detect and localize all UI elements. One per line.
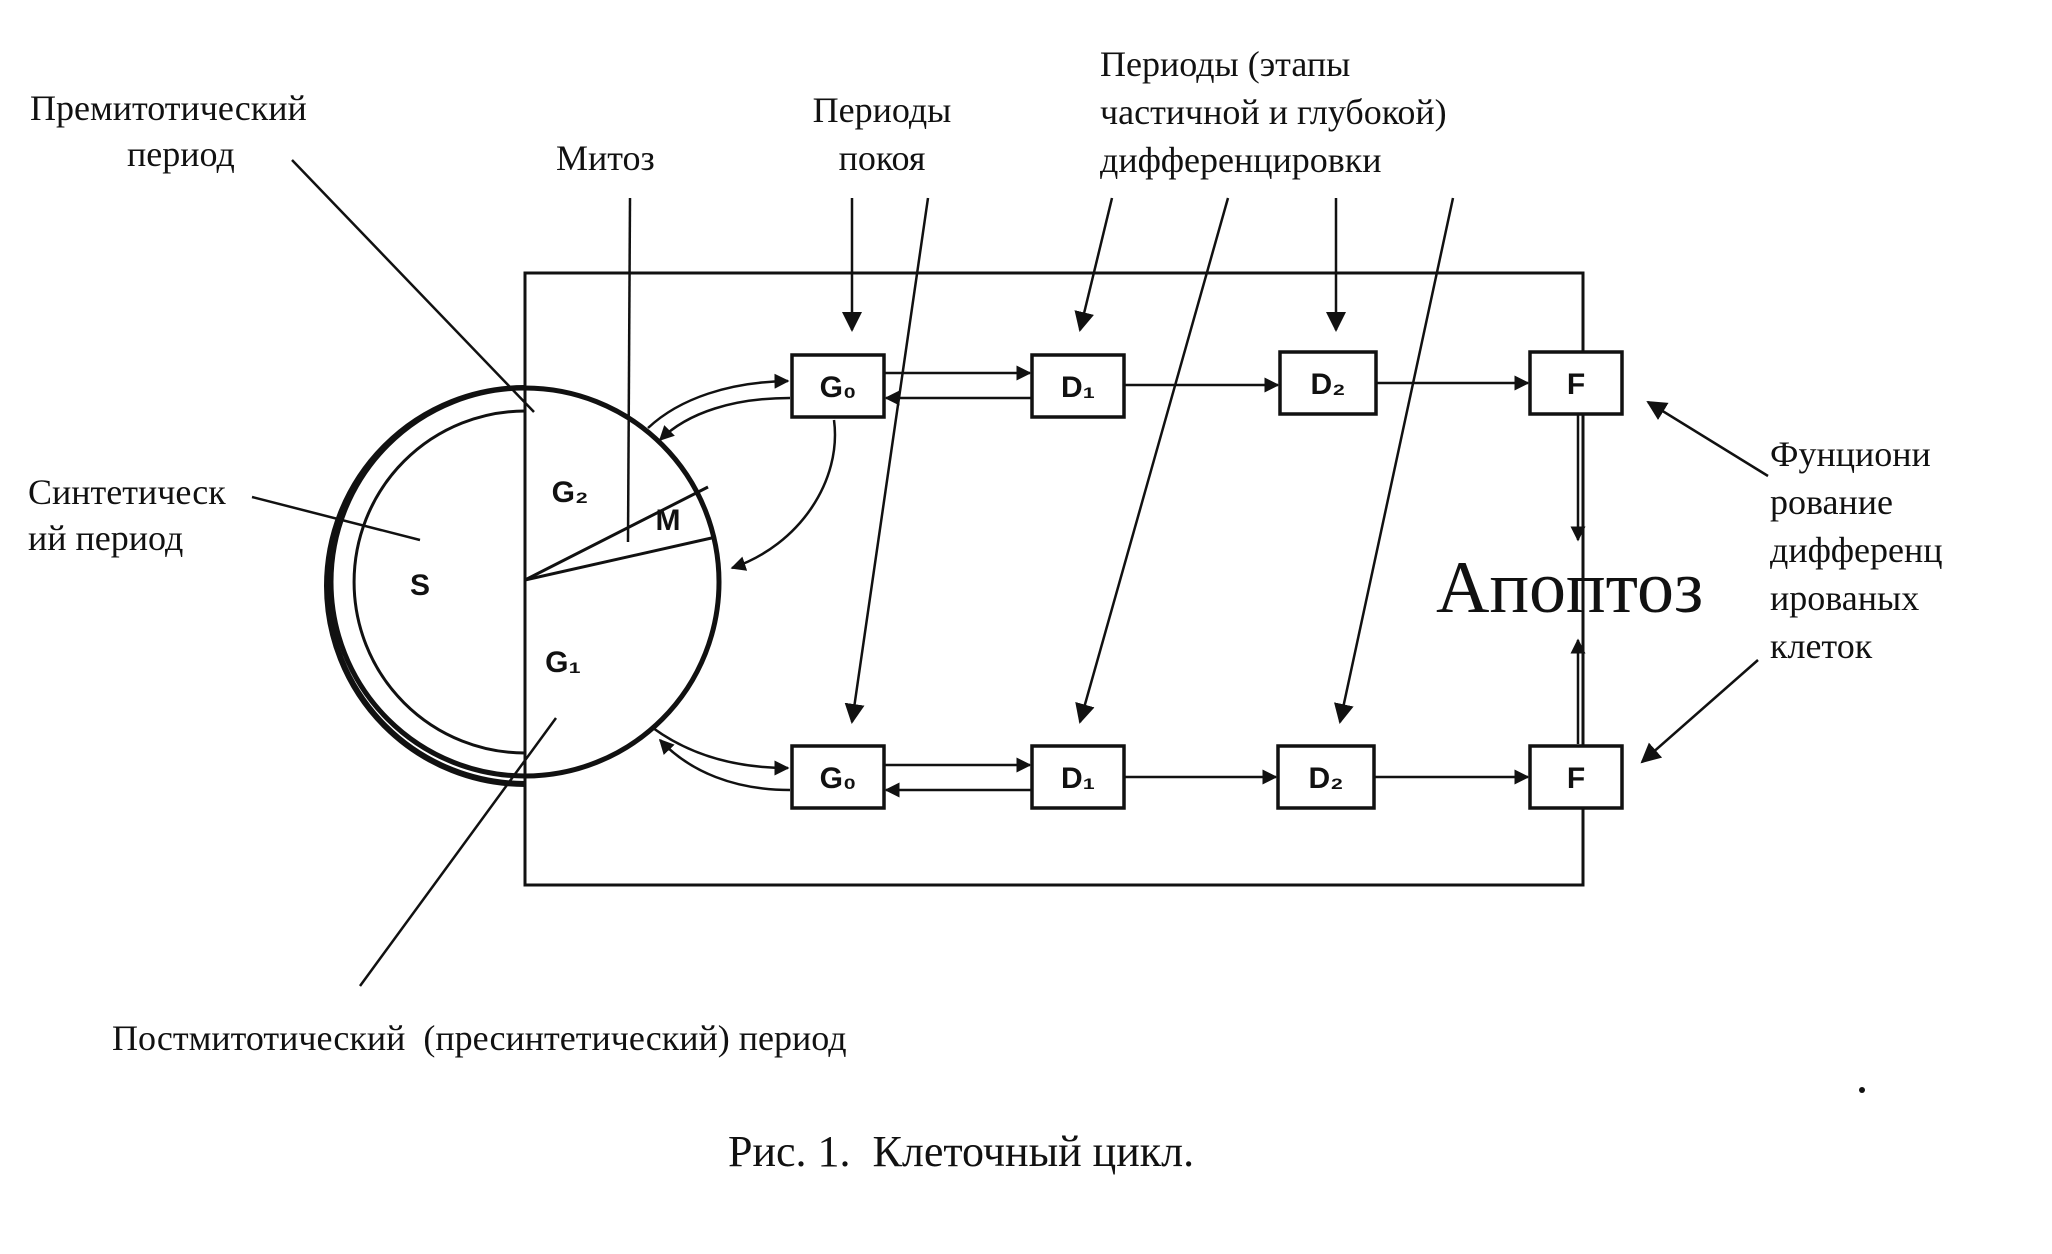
row-bottom: G₀ D₁ D₂ F [790,744,1624,810]
differentiation-label-1: Периоды (этапы [1100,44,1350,84]
svg-text:D₁: D₁ [1061,762,1095,795]
synthetic-label-2: ий период [28,518,183,558]
premitotic-label-2: период [127,134,235,174]
mitosis-label: Митоз [556,138,655,178]
m-sector-lower [524,535,717,582]
rest-periods-label-1: Периоды [813,90,952,130]
svg-text:F: F [1567,368,1585,401]
svg-text:D₁: D₁ [1061,371,1095,404]
m-sector-upper [524,485,709,582]
apoptosis-label: Апоптоз [1436,547,1703,629]
pointer-lines [251,159,1769,987]
svg-text:G₀: G₀ [820,762,857,795]
cycle-g0-arrows [647,373,837,792]
rest-periods-label-2: покоя [839,138,926,178]
box-f-top: F [1528,350,1624,416]
svg-text:G₀: G₀ [820,371,857,404]
scan-speck [1859,1087,1865,1093]
box-f-bottom: F [1528,744,1624,810]
box-d1-top: D₁ [1030,353,1126,419]
inner-ring [352,409,526,755]
phase-s: S [410,569,430,602]
box-d2-bottom: D₂ [1276,744,1376,810]
phase-g1: G₁ [545,646,581,679]
synthetic-label-1: Синтетическ [28,472,226,512]
premitotic-label: Премитотический [30,88,307,128]
cell-cycle-wheel: S G₂ M G₁ [324,385,722,787]
functioning-label-2: рование [1770,482,1893,522]
svg-text:F: F [1567,762,1585,795]
functioning-label-1: Фунциони [1770,434,1931,474]
phase-g2: G₂ [552,476,589,509]
row-top: G₀ D₁ D₂ F [790,350,1624,419]
functioning-label-5: клеток [1770,626,1873,666]
box-d2-top: D₂ [1278,350,1378,416]
bottom-row-arrows [884,757,1530,798]
functioning-label-3: дифференц [1770,530,1943,570]
figure-caption: Рис. 1. Клеточный цикл. [728,1127,1194,1176]
box-g0-bottom: G₀ [790,744,886,810]
top-row-arrows [884,365,1530,406]
functioning-label-4: ированых [1770,578,1919,618]
differentiation-label-3: дифференцировки [1100,140,1382,180]
svg-text:D₂: D₂ [1311,368,1346,401]
box-d1-bottom: D₁ [1030,744,1126,810]
postmitotic-label: Постмитотический (пресинтетический) пери… [112,1018,847,1058]
phase-m: M [656,504,681,537]
differentiation-label-2: частичной и глубокой) [1100,92,1447,132]
box-g0-top: G₀ [790,353,886,419]
svg-text:D₂: D₂ [1309,762,1344,795]
